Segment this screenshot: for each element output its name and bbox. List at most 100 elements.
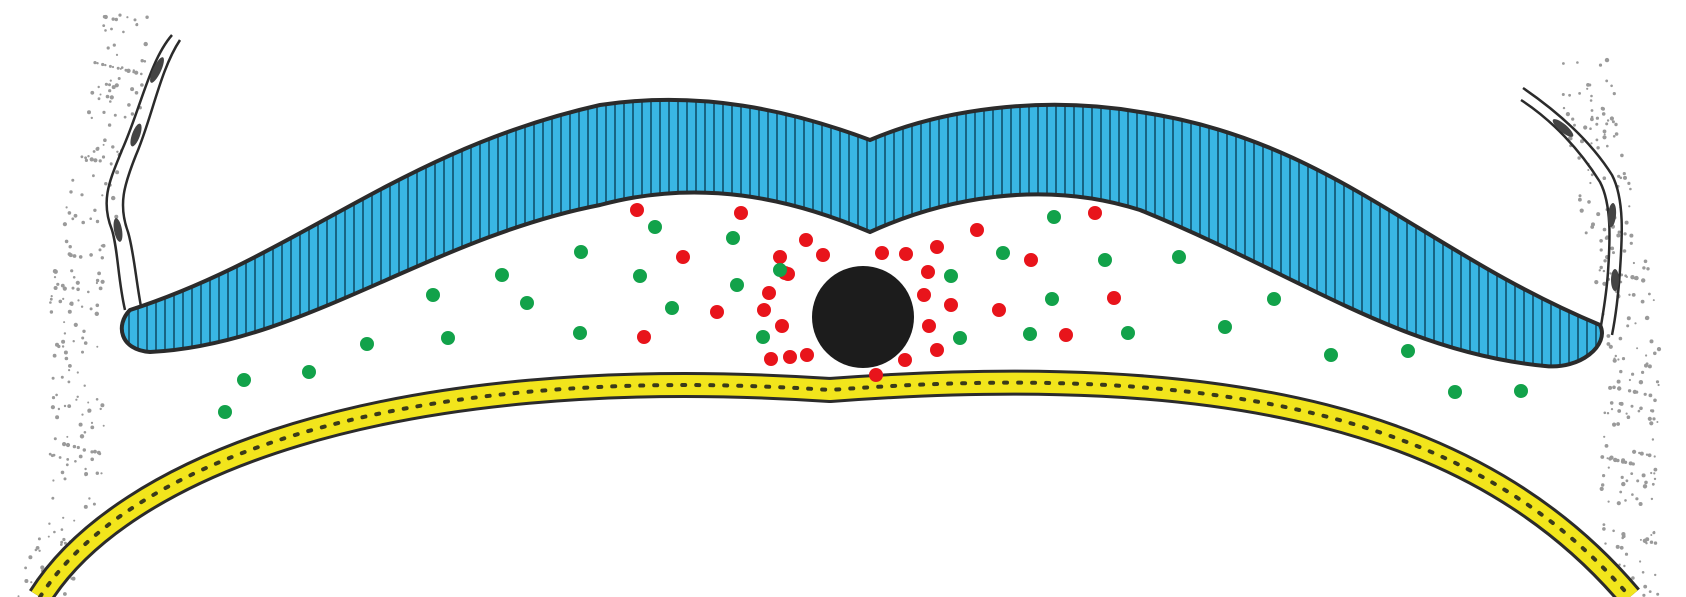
stipple-dot bbox=[1642, 473, 1646, 477]
stipple-dot bbox=[1645, 316, 1649, 320]
stipple-dot bbox=[1656, 421, 1658, 423]
stipple-dot bbox=[1623, 172, 1626, 175]
stipple-dot bbox=[24, 567, 27, 570]
stipple-dot bbox=[117, 67, 120, 70]
stipple-dot bbox=[48, 523, 50, 525]
stipple-dot bbox=[1617, 386, 1621, 390]
stipple-dot bbox=[112, 17, 115, 20]
stipple-dot bbox=[1602, 527, 1606, 531]
stipple-dot bbox=[1629, 379, 1631, 381]
stipple-dot bbox=[1652, 483, 1655, 486]
stipple-dot bbox=[1596, 139, 1599, 142]
stipple-dot bbox=[1587, 200, 1591, 204]
stipple-dot bbox=[112, 66, 114, 68]
stipple-dot bbox=[1626, 413, 1628, 415]
stipple-dot bbox=[51, 295, 53, 297]
stipple-dot bbox=[84, 385, 86, 387]
stipple-dot bbox=[66, 458, 69, 461]
stipple-dot bbox=[63, 321, 65, 323]
mesenchyme-cell bbox=[944, 269, 958, 283]
stipple-dot bbox=[114, 114, 117, 117]
stipple-dot bbox=[1588, 84, 1591, 87]
stipple-dot bbox=[73, 445, 76, 448]
stipple-dot bbox=[93, 150, 96, 153]
stipple-dot bbox=[89, 217, 92, 220]
stipple-dot bbox=[104, 15, 108, 19]
stipple-dot bbox=[62, 345, 64, 347]
stipple-dot bbox=[1648, 293, 1651, 296]
stipple-dot bbox=[60, 543, 63, 546]
mesenchyme-cell bbox=[921, 265, 935, 279]
stipple-dot bbox=[55, 343, 59, 347]
stipple-dot bbox=[1651, 498, 1653, 500]
stipple-dot bbox=[108, 83, 111, 86]
stipple-dot bbox=[1658, 384, 1660, 386]
stipple-dot bbox=[59, 456, 62, 459]
stipple-dot bbox=[1639, 560, 1641, 562]
stipple-dot bbox=[1653, 531, 1655, 533]
stipple-dot bbox=[62, 442, 66, 446]
stipple-dot bbox=[38, 550, 40, 552]
stipple-dot bbox=[81, 306, 83, 308]
stipple-dot bbox=[54, 286, 58, 290]
stipple-dot bbox=[1607, 342, 1611, 346]
stipple-dot bbox=[134, 18, 137, 21]
stipple-dot bbox=[1627, 415, 1631, 419]
stipple-dot bbox=[104, 182, 107, 185]
stipple-dot bbox=[1619, 370, 1622, 373]
stipple-dot bbox=[73, 254, 77, 258]
stipple-dot bbox=[1641, 278, 1645, 282]
stipple-dot bbox=[96, 279, 99, 282]
stipple-dot bbox=[90, 91, 94, 95]
stipple-dot bbox=[1600, 248, 1603, 251]
stipple-dot bbox=[1624, 461, 1627, 464]
stipple-dot bbox=[1562, 93, 1565, 96]
stipple-dot bbox=[1599, 269, 1601, 271]
mesenchyme-cell bbox=[1267, 292, 1281, 306]
stipple-dot bbox=[53, 454, 56, 457]
mesenchyme-cell bbox=[630, 203, 644, 217]
stipple-dot bbox=[1613, 92, 1616, 95]
stipple-dot bbox=[1613, 135, 1616, 138]
stipple-dot bbox=[93, 61, 96, 64]
stipple-dot bbox=[1621, 482, 1625, 486]
stipple-dot bbox=[1616, 422, 1620, 426]
stipple-dot bbox=[1653, 399, 1657, 403]
stipple-dot bbox=[72, 287, 75, 290]
stipple-dot bbox=[100, 94, 102, 96]
stipple-dot bbox=[61, 340, 65, 344]
stipple-dot bbox=[1633, 390, 1637, 394]
stipple-dot bbox=[68, 381, 71, 384]
stipple-dot bbox=[1632, 450, 1636, 454]
stipple-dot bbox=[62, 298, 64, 300]
mesenchyme-cell bbox=[898, 353, 912, 367]
mesenchyme-cell bbox=[757, 303, 771, 317]
stipple-dot bbox=[53, 354, 57, 358]
mesenchyme-cell bbox=[237, 373, 251, 387]
stipple-dot bbox=[49, 301, 52, 304]
stipple-dot bbox=[68, 369, 70, 371]
stipple-dot bbox=[67, 404, 71, 408]
stipple-dot bbox=[1616, 234, 1620, 238]
stipple-dot bbox=[1604, 133, 1606, 135]
stipple-dot bbox=[81, 351, 84, 354]
stipple-dot bbox=[99, 287, 103, 291]
stipple-dot bbox=[1645, 537, 1649, 541]
stipple-dot bbox=[81, 337, 84, 340]
stipple-dot bbox=[90, 307, 93, 310]
stipple-dot bbox=[1624, 232, 1627, 235]
stipple-dot bbox=[113, 44, 116, 47]
stipple-dot bbox=[87, 155, 89, 157]
stipple-dot bbox=[82, 330, 85, 333]
stipple-dot bbox=[1645, 542, 1647, 544]
mesenchyme-cell bbox=[922, 319, 936, 333]
stipple-dot bbox=[52, 396, 55, 399]
stipple-dot bbox=[110, 80, 112, 82]
stipple-dot bbox=[91, 117, 93, 119]
mesenchyme-cell bbox=[1448, 385, 1462, 399]
stipple-dot bbox=[1612, 120, 1615, 123]
stipple-dot bbox=[1630, 242, 1633, 245]
stipple-dot bbox=[111, 196, 115, 200]
stipple-dot bbox=[73, 276, 76, 279]
stipple-dot bbox=[115, 18, 118, 21]
